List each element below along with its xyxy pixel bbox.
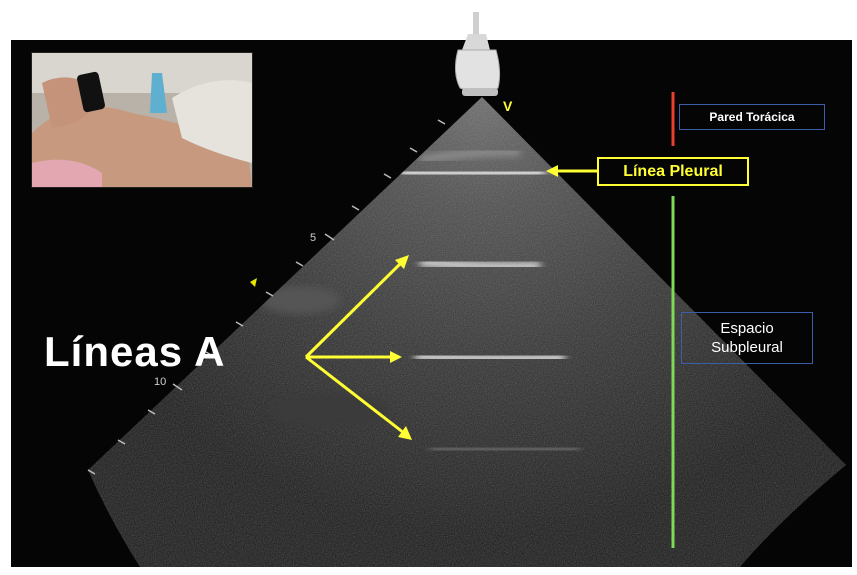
pared-toracica-text: Pared Torácica	[709, 110, 794, 124]
focus-marker-icon	[250, 278, 257, 287]
depth-10-label: 10	[154, 376, 166, 388]
a-line-2	[415, 356, 565, 359]
subpleural-text: Subpleural	[711, 338, 783, 357]
a-line-1	[420, 262, 540, 267]
a-line-3	[430, 448, 580, 450]
espacio-subpleural-label: Espacio Subpleural	[681, 312, 813, 364]
linea-pleural-label: Línea Pleural	[597, 157, 749, 186]
pared-toracica-label: Pared Torácica	[679, 104, 825, 130]
ultrasound-probe-icon	[455, 12, 499, 96]
patient-photo-inset	[31, 52, 253, 188]
espacio-text: Espacio	[720, 319, 773, 338]
v-marker-label: V	[503, 98, 512, 114]
pleural-line	[400, 172, 545, 174]
depth-5-label: 5	[310, 232, 316, 244]
lineas-a-label: Líneas A	[44, 328, 226, 376]
linea-pleural-text: Línea Pleural	[623, 163, 723, 181]
